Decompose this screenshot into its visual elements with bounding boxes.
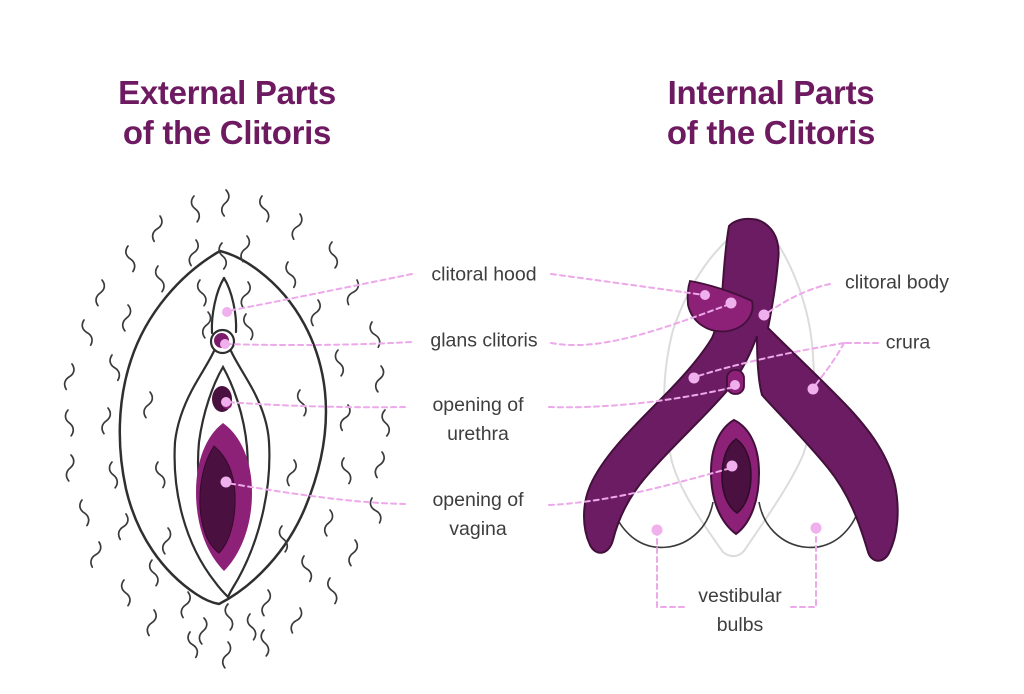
vulva-ghost-outline — [663, 217, 815, 558]
label-clitoral-hood: clitoral hood — [431, 263, 537, 286]
label-opening-of-urethra: opening of urethra — [432, 394, 524, 445]
dot-vagina-external — [220, 476, 232, 488]
label-clitoral-body: clitoral body — [844, 271, 950, 294]
dot-glans-external — [220, 339, 230, 349]
label-vestibular-bulbs: vestibular bulbs — [698, 585, 782, 636]
dot-urethra-external — [221, 397, 231, 407]
internal-clitoris-illustration — [583, 217, 899, 562]
clitoral-hood-line-left — [210, 276, 226, 335]
dot-vagina-internal — [726, 460, 738, 472]
dot-crus-right — [807, 383, 819, 395]
dot-crus-left — [688, 372, 700, 384]
labia-minora-right — [226, 349, 271, 599]
dot-hood-external — [222, 307, 232, 317]
leader-urethra-right — [548, 386, 735, 409]
leader-clitoral-hood-right — [550, 273, 705, 296]
dot-glans-internal — [725, 297, 737, 309]
leader-crura-left-branch — [694, 342, 845, 378]
leader-vagina-right — [548, 467, 732, 506]
vaginal-opening-shape — [196, 423, 252, 571]
label-crura: crura — [885, 331, 931, 354]
clitoral-hood-line-right — [222, 276, 238, 334]
dot-bulb-right — [810, 522, 822, 534]
clitoral-body-and-crura-shape — [583, 217, 899, 562]
labia-minora-left — [173, 349, 230, 599]
leader-crura-right-branch — [813, 342, 845, 388]
title-external: External Parts of the Clitoris — [118, 74, 336, 151]
label-opening-of-vagina: opening of vagina — [432, 489, 524, 540]
leader-lines — [225, 273, 879, 608]
anchor-dots — [220, 290, 822, 536]
title-internal: Internal Parts of the Clitoris — [666, 74, 876, 151]
label-glans-clitoris: glans clitoris — [430, 329, 538, 352]
leader-clitoral-body — [765, 283, 831, 315]
leader-urethra-left — [226, 401, 406, 409]
dot-bulb-left — [651, 524, 663, 536]
dot-hood-internal — [700, 290, 710, 300]
leader-glans-right — [550, 303, 731, 347]
leader-bulb-right-bracket — [789, 527, 817, 608]
dot-clitoral-body — [758, 309, 770, 321]
leader-vagina-left — [226, 482, 406, 505]
leader-bulb-left-bracket — [656, 529, 685, 608]
internal-vagina-shape — [709, 418, 761, 536]
leader-clitoral-hood-left — [227, 273, 413, 312]
dot-urethra-internal — [730, 380, 740, 390]
leader-glans-left — [225, 341, 412, 347]
external-vulva-illustration — [62, 188, 391, 670]
